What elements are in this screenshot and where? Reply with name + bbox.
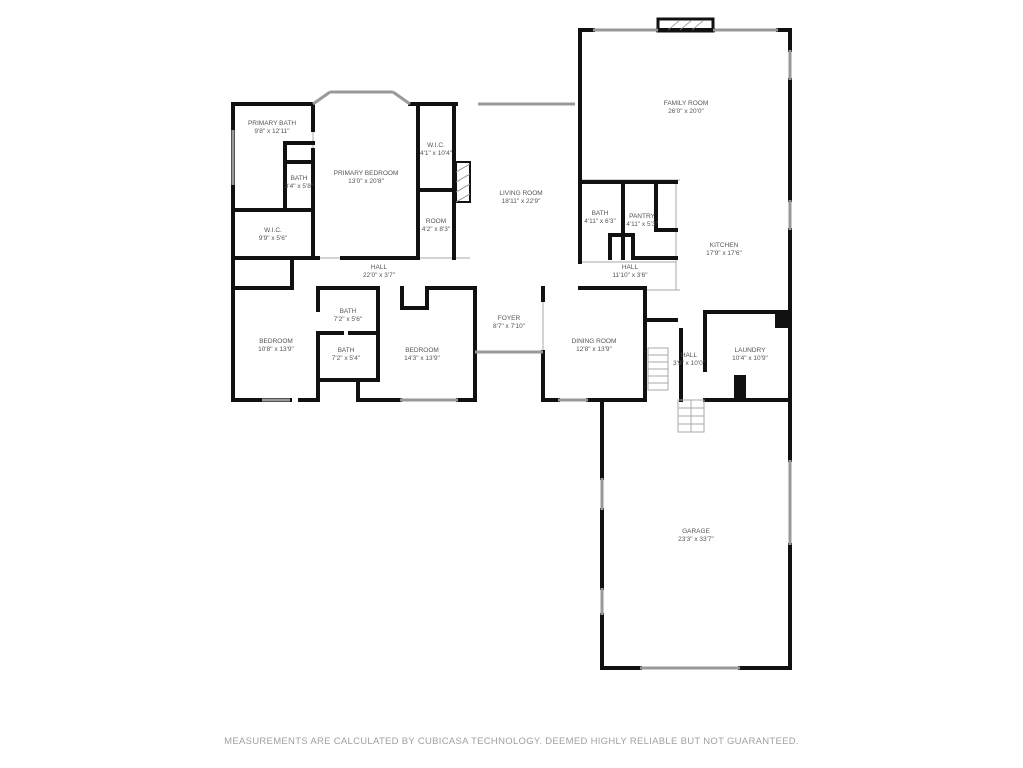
disclaimer-text: MEASUREMENTS ARE CALCULATED BY CUBICASA … bbox=[224, 736, 799, 747]
stairs bbox=[647, 347, 705, 433]
room-label-wic-2: W.I.C.4'1" x 10'4" bbox=[419, 142, 453, 157]
windows bbox=[231, 28, 792, 670]
fireplace bbox=[455, 19, 705, 203]
walls bbox=[231, 17, 792, 670]
room-label-wic: W.I.C.9'9" x 5'6" bbox=[258, 227, 288, 242]
